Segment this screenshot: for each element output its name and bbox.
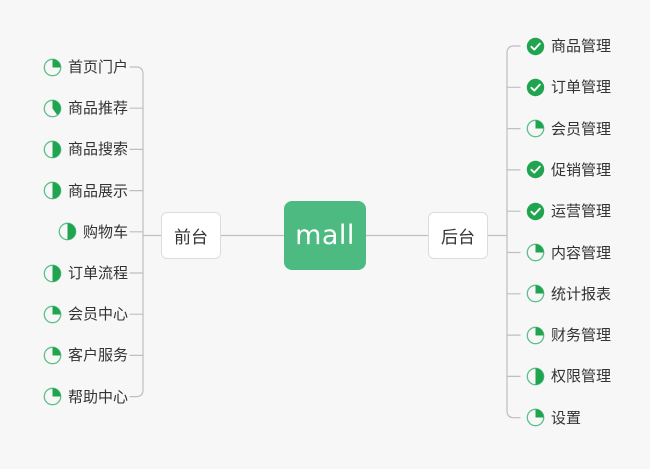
leaf-node-backend-4[interactable]: 运营管理 xyxy=(526,199,611,223)
leaf-node-frontend-5[interactable]: 订单流程 xyxy=(43,261,128,285)
leaf-node-label: 内容管理 xyxy=(551,243,612,262)
pie-progress-icon xyxy=(43,99,62,118)
branch-node-frontend-label: 前台 xyxy=(174,228,208,248)
pie-progress-icon xyxy=(526,284,545,303)
leaf-node-label: 帮助中心 xyxy=(67,387,128,406)
leaf-node-backend-6[interactable]: 统计报表 xyxy=(526,282,611,306)
branch-node-backend-label: 后台 xyxy=(441,228,475,248)
leaf-node-label: 商品搜索 xyxy=(67,140,128,159)
center-node-label: mall xyxy=(295,220,355,251)
pie-progress-icon xyxy=(43,140,62,159)
pie-progress-icon xyxy=(43,181,62,200)
leaf-node-backend-0[interactable]: 商品管理 xyxy=(526,34,611,58)
leaf-node-backend-8[interactable]: 权限管理 xyxy=(526,364,611,388)
pie-progress-icon xyxy=(43,58,62,77)
leaf-node-label: 购物车 xyxy=(82,222,128,241)
leaf-node-backend-1[interactable]: 订单管理 xyxy=(526,75,611,99)
leaf-node-frontend-6[interactable]: 会员中心 xyxy=(43,302,128,326)
leaf-node-backend-7[interactable]: 财务管理 xyxy=(526,323,611,347)
leaf-node-label: 首页门户 xyxy=(67,58,128,76)
check-circle-icon xyxy=(526,160,545,179)
leaf-node-frontend-4[interactable]: 购物车 xyxy=(58,220,128,244)
pie-progress-icon xyxy=(43,346,62,365)
check-circle-icon xyxy=(526,37,545,56)
leaf-node-label: 财务管理 xyxy=(551,326,612,345)
leaf-node-label: 客户服务 xyxy=(67,346,128,365)
pie-progress-icon xyxy=(58,222,77,241)
leaf-node-frontend-7[interactable]: 客户服务 xyxy=(43,343,128,367)
leaf-node-label: 商品展示 xyxy=(67,181,128,200)
leaf-node-label: 商品管理 xyxy=(551,37,612,55)
leaf-node-label: 促销管理 xyxy=(551,160,612,179)
pie-progress-icon xyxy=(43,264,62,283)
center-node-mall[interactable]: mall xyxy=(284,201,366,270)
leaf-node-backend-2[interactable]: 会员管理 xyxy=(526,117,611,141)
branch-node-frontend[interactable]: 前台 xyxy=(161,212,221,259)
leaf-node-label: 权限管理 xyxy=(551,367,612,386)
pie-progress-icon xyxy=(43,305,62,324)
leaf-node-label: 订单管理 xyxy=(551,78,612,97)
pie-progress-icon xyxy=(526,367,545,386)
leaf-node-label: 设置 xyxy=(551,408,582,427)
leaf-node-label: 订单流程 xyxy=(67,264,128,282)
leaf-node-frontend-2[interactable]: 商品搜索 xyxy=(43,137,128,161)
leaf-node-frontend-3[interactable]: 商品展示 xyxy=(43,179,128,203)
pie-progress-icon xyxy=(526,326,545,345)
pie-progress-icon xyxy=(43,387,62,406)
leaf-node-backend-3[interactable]: 促销管理 xyxy=(526,158,611,182)
leaf-node-label: 会员中心 xyxy=(67,305,128,324)
branch-node-backend[interactable]: 后台 xyxy=(428,212,488,259)
pie-progress-icon xyxy=(526,408,545,427)
leaf-node-backend-9[interactable]: 设置 xyxy=(526,406,581,430)
pie-progress-icon xyxy=(526,119,545,138)
leaf-node-backend-5[interactable]: 内容管理 xyxy=(526,241,611,265)
leaf-node-label: 会员管理 xyxy=(551,119,612,138)
pie-progress-icon xyxy=(526,243,545,262)
leaf-node-frontend-1[interactable]: 商品推荐 xyxy=(43,96,128,120)
check-circle-icon xyxy=(526,202,545,221)
leaf-node-frontend-0[interactable]: 首页门户 xyxy=(43,55,128,79)
check-circle-icon xyxy=(526,78,545,97)
leaf-node-frontend-8[interactable]: 帮助中心 xyxy=(43,385,128,409)
leaf-node-label: 运营管理 xyxy=(551,202,612,221)
leaf-node-label: 商品推荐 xyxy=(67,99,128,118)
leaf-node-label: 统计报表 xyxy=(551,284,612,303)
